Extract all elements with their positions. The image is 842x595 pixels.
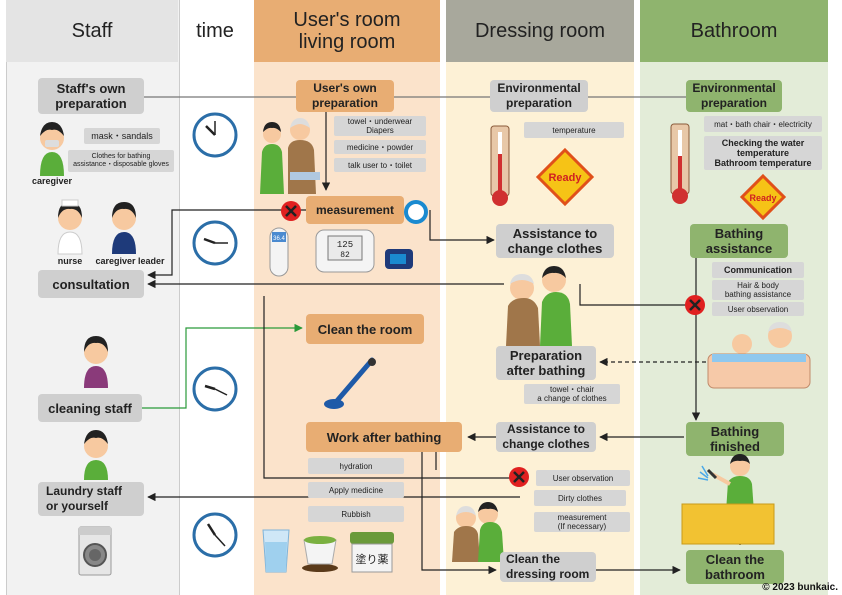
dressing-tag-measurement: measurement (If necessary) bbox=[534, 512, 630, 532]
bathing-finished-box: Bathing finished bbox=[686, 422, 784, 456]
tea-cup-icon bbox=[302, 536, 338, 572]
time-column bbox=[180, 0, 250, 595]
bathroom-header: Bathroom bbox=[640, 0, 828, 62]
thermometer-icon bbox=[670, 123, 690, 204]
clean-dressing-room-box: Clean the dressing room bbox=[500, 552, 596, 582]
user-tag-apply-medicine: Apply medicine bbox=[308, 482, 404, 498]
measurement-box: measurement bbox=[306, 196, 404, 224]
nurse-label: nurse bbox=[57, 256, 83, 266]
clean-the-room-box: Clean the room bbox=[306, 314, 424, 344]
caregiver-leader-figure-icon bbox=[112, 202, 136, 254]
washing-machine-icon bbox=[78, 526, 112, 576]
bathroom-tag-mat: mat・bath chair・electricity bbox=[704, 116, 822, 132]
cleaning-staff-box: cleaning staff bbox=[38, 394, 142, 422]
cross-icon bbox=[685, 295, 705, 315]
copyright-text: © 2023 bunkaic. bbox=[762, 582, 838, 593]
blood-pressure-monitor-icon: 125 82 bbox=[315, 229, 375, 273]
vacuum-cleaner-icon bbox=[324, 357, 376, 409]
user-tag-toilet: talk user to・toilet bbox=[334, 158, 426, 172]
thermometer-reading: 36.4 bbox=[273, 236, 285, 242]
caregiver-label: caregiver bbox=[31, 176, 73, 186]
dressing-tag-temperature: temperature bbox=[524, 122, 624, 138]
ready-label: Ready bbox=[548, 172, 582, 184]
clean-bathroom-box: Clean the bathroom bbox=[686, 550, 784, 584]
dressing-tag-dirty-clothes: Dirty clothes bbox=[534, 490, 626, 506]
assistance-change-clothes-box: Assistance to change clothes bbox=[496, 224, 614, 258]
laundry-staff-box: Laundry staff or yourself bbox=[38, 482, 144, 516]
clock-icon bbox=[192, 512, 238, 558]
caregiver-figure-icon bbox=[40, 122, 64, 176]
bp-reading-bottom: 82 bbox=[340, 251, 350, 260]
bathroom-tag-user-observation: User observation bbox=[712, 302, 804, 316]
caregiver-leader-label: caregiver leader bbox=[95, 256, 165, 266]
dressing-env-preparation: Environmental preparation bbox=[490, 80, 588, 112]
preparation-after-bathing-box: Preparation after bathing bbox=[496, 346, 596, 380]
dressing-tag-towel-chair: towel・chair a change of clothes bbox=[524, 384, 620, 404]
work-after-bathing-box: Work after bathing bbox=[306, 422, 462, 452]
user-tag-rubbish: Rubbish bbox=[308, 506, 404, 522]
bathroom-tag-communication: Communication bbox=[712, 262, 804, 278]
clock-icon bbox=[192, 220, 238, 266]
clock-icon bbox=[192, 112, 238, 158]
staff-own-preparation: Staff's own preparation bbox=[38, 78, 144, 114]
user-tag-medicine: medicine・powder bbox=[334, 140, 426, 154]
time-header: time bbox=[180, 0, 250, 62]
nurse-figure-icon bbox=[57, 199, 83, 255]
cross-icon bbox=[509, 467, 529, 487]
clock-icon bbox=[192, 366, 238, 412]
ready-label: Ready bbox=[749, 193, 776, 203]
bathing-assistance-box: Bathing assistance bbox=[690, 224, 788, 258]
laundry-staff-figure-icon bbox=[84, 430, 108, 480]
staff-tag-mask: mask・sandals bbox=[84, 128, 160, 144]
cross-icon bbox=[281, 201, 301, 221]
user-own-preparation: User's own preparation bbox=[296, 80, 394, 112]
ointment-jar-icon: 塗り薬 bbox=[350, 532, 394, 573]
consultation-box: consultation bbox=[38, 270, 144, 298]
cleaning-staff-figure-icon bbox=[84, 336, 108, 388]
thermometer-icon: 36.4 bbox=[269, 227, 289, 277]
user-tag-hydration: hydration bbox=[308, 458, 404, 474]
bathroom-tag-check-water: Checking the water temperature Bathroom … bbox=[704, 136, 822, 170]
ready-sign-icon: Ready bbox=[535, 147, 595, 207]
caregiver-assisting-icon bbox=[506, 266, 572, 346]
dressing-tag-user-observation: User observation bbox=[536, 470, 630, 486]
assistance-change-clothes-2-box: Assistance to change clothes bbox=[496, 422, 596, 452]
staff-tag-clothes: Clothes for bathing assistance・disposabl… bbox=[68, 150, 174, 172]
thermometer-icon bbox=[490, 125, 510, 206]
ointment-label: 塗り薬 bbox=[356, 552, 389, 566]
dressing-header: Dressing room bbox=[446, 0, 634, 62]
user-room-header: User's room living room bbox=[254, 0, 440, 62]
user-tag-towel: towel・underwear Diapers bbox=[334, 116, 426, 136]
caregiver-cleaning-bath-icon bbox=[681, 454, 775, 545]
bathroom-tag-hair: Hair & body bathing assistance bbox=[712, 280, 804, 300]
bathtub-icon bbox=[707, 322, 811, 389]
bathroom-env-preparation: Environmental preparation bbox=[686, 80, 782, 112]
ok-circle-icon bbox=[404, 200, 428, 224]
pulse-oximeter-icon bbox=[385, 249, 413, 269]
bp-reading-top: 125 bbox=[337, 240, 353, 250]
staff-header: Staff bbox=[6, 0, 178, 62]
ready-sign-icon: Ready bbox=[739, 173, 787, 221]
caregiver-assisting-small-icon bbox=[452, 502, 504, 562]
water-glass-icon bbox=[262, 529, 290, 573]
caregiver-with-user-icon bbox=[260, 118, 320, 194]
